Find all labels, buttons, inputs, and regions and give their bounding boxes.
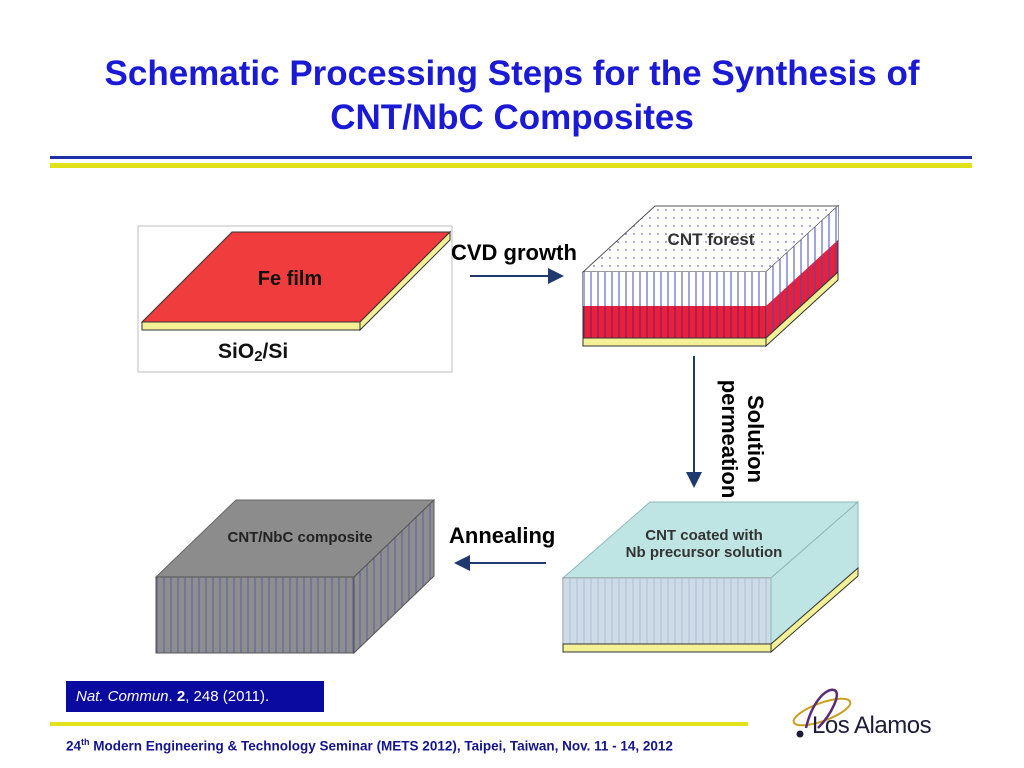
cvd-growth-label: CVD growth bbox=[451, 240, 577, 265]
footer-sup: th bbox=[81, 737, 90, 747]
footer-rule bbox=[50, 722, 748, 726]
coated-substrate-side bbox=[770, 566, 859, 654]
title-rule-blue bbox=[50, 156, 972, 159]
title-line-2: CNT/NbC Composites bbox=[330, 98, 694, 137]
los-alamos-logo-text: Los Alamos bbox=[812, 712, 932, 739]
title-line-1: Schematic Processing Steps for the Synth… bbox=[104, 54, 920, 93]
forest-substrate-side bbox=[765, 270, 839, 348]
coated-label-1: CNT coated with bbox=[645, 527, 763, 544]
los-alamos-orbit-icon bbox=[792, 688, 852, 738]
footer-text: 24th Modern Engineering & Technology Sem… bbox=[66, 737, 673, 754]
cnt-forest-label: CNT forest bbox=[668, 230, 755, 249]
substrate-side bbox=[359, 230, 451, 332]
fe-film-label: Fe film bbox=[258, 268, 322, 290]
solution-line-2: permeation bbox=[717, 379, 742, 499]
substrate-label: SiO2/Si bbox=[218, 340, 288, 365]
coated-front bbox=[562, 577, 772, 645]
composite-front bbox=[155, 576, 355, 654]
footer-body: Modern Engineering & Technology Seminar … bbox=[89, 738, 673, 754]
step1-fe-film-substrate: Fe film SiO2/Si bbox=[137, 225, 453, 373]
forest-side-lines bbox=[766, 206, 838, 338]
forest-front-upper-lines bbox=[583, 272, 766, 306]
step4-composite: CNT/NbC composite bbox=[154, 498, 436, 655]
citation-journal: Nat. Commun bbox=[76, 688, 169, 705]
coated-label-2: Nb precursor solution bbox=[626, 544, 783, 561]
substrate-front bbox=[141, 321, 361, 331]
citation-period: . bbox=[168, 688, 173, 705]
annealing-label: Annealing bbox=[449, 523, 556, 548]
slide-title: Schematic Processing Steps for the Synth… bbox=[0, 52, 1024, 140]
citation-volume: 2 bbox=[176, 688, 186, 705]
solution-permeation-label: Solution permeation bbox=[706, 376, 768, 502]
title-rule-yellow bbox=[50, 163, 972, 168]
coated-front-tint bbox=[563, 578, 771, 644]
citation-box: Nat. Commun. 2, 248 (2011). bbox=[66, 681, 324, 712]
solution-line-1: Solution bbox=[743, 395, 768, 483]
citation-rest: , 248 (2011). bbox=[185, 688, 270, 705]
coated-substrate bbox=[562, 643, 772, 653]
step2-cnt-forest: CNT forest bbox=[581, 204, 840, 348]
step3-coated-cnt: CNT coated with Nb precursor solution bbox=[561, 500, 860, 654]
composite-side bbox=[353, 498, 435, 655]
footer-number: 24 bbox=[66, 738, 82, 754]
composite-label: CNT/NbC composite bbox=[227, 529, 372, 546]
forest-substrate bbox=[582, 337, 767, 347]
